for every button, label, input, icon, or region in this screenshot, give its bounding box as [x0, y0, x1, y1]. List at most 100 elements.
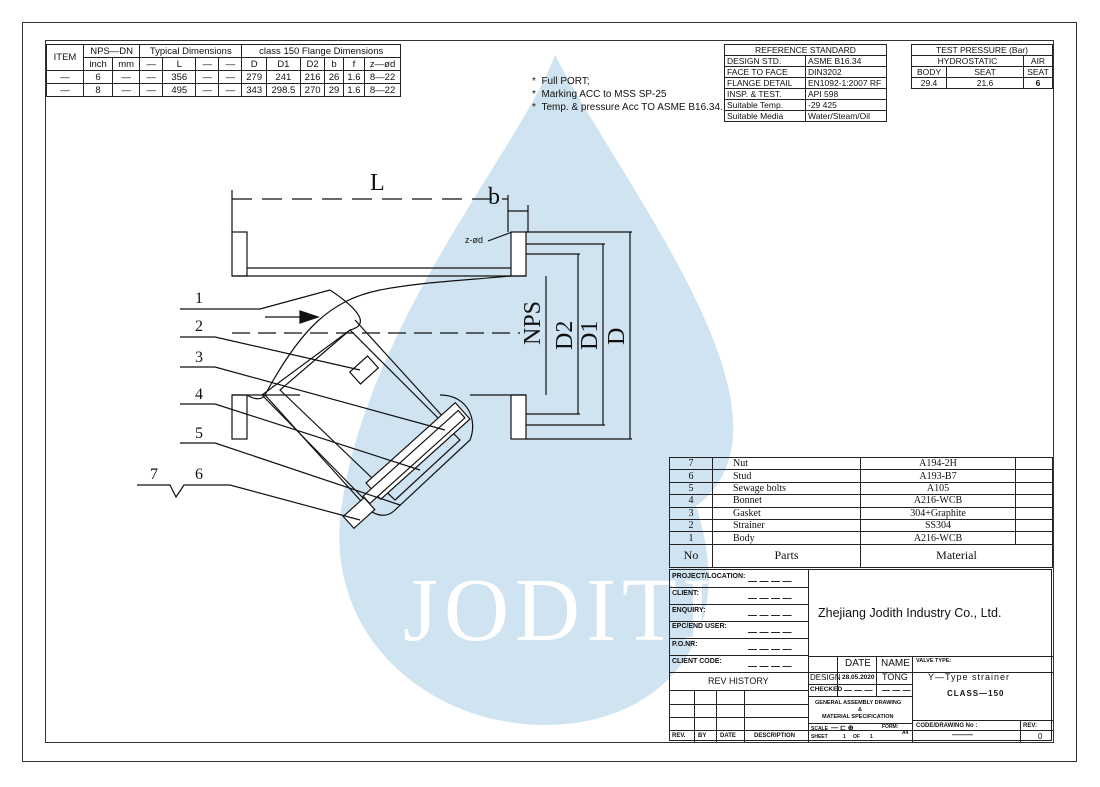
- label-L: L: [370, 170, 385, 196]
- body-y-wall: [261, 289, 361, 396]
- tb-epc: EPC/END USER:: [672, 623, 727, 630]
- tb-checked-date: — — —: [844, 686, 873, 695]
- strainer-screen: [261, 319, 456, 506]
- tb-divider: [670, 621, 808, 622]
- tb-divider: [670, 587, 808, 588]
- watermark-text: JODITH: [403, 561, 754, 660]
- tb-gad1: GENERAL ASSEMBLY DRAWING: [815, 700, 902, 706]
- cell: 4: [669, 494, 713, 508]
- tb-design-date: 28.05.2020: [842, 674, 875, 681]
- tb-divider: [670, 672, 1053, 673]
- cell: 5: [669, 481, 713, 496]
- col-item: ITEM: [46, 44, 84, 71]
- tb-divider: [808, 684, 912, 685]
- cell: —: [46, 83, 84, 97]
- reference-standard-table: REFERENCE STANDARD DESIGN STD.ASME B16.3…: [724, 44, 887, 122]
- cell: 298.5: [265, 83, 301, 97]
- tb-divider: [912, 656, 913, 742]
- left-flange-top: [231, 231, 248, 277]
- flow-arrow-head: [299, 310, 320, 324]
- tb-divider: [808, 723, 912, 724]
- tb-divider: [670, 704, 808, 705]
- cell: 6: [82, 70, 114, 84]
- cell: [1015, 531, 1053, 545]
- tb-rev-history: REV HISTORY: [708, 676, 769, 686]
- cell: Water/Steam/Oil: [805, 110, 887, 122]
- tb-project-val: — — — —: [748, 576, 792, 586]
- tb-divider: [670, 717, 808, 718]
- callout-6: 6: [195, 466, 203, 483]
- note-1: * Full PORT;: [532, 76, 590, 87]
- tb-design-name: TONG: [882, 672, 908, 682]
- strainer-tube: [279, 329, 461, 501]
- leader-3b: [214, 366, 446, 431]
- cell: [1015, 456, 1053, 471]
- tp-seat-val: 21.6: [946, 77, 1024, 89]
- cell: A194-2H: [860, 456, 1016, 471]
- tb-date: DATE: [720, 733, 736, 739]
- tb-client-code-val: — — — —: [748, 661, 792, 671]
- cell: 1: [669, 531, 713, 545]
- cell: Strainer: [712, 518, 861, 533]
- cell: A216-WCB: [860, 494, 1016, 508]
- label-b: b: [488, 184, 500, 210]
- label-D2: D2: [552, 320, 578, 350]
- cell: A216-WCB: [860, 531, 1016, 545]
- label-zd: z-ød: [465, 235, 483, 245]
- note-text: Temp. & pressure Acc TO ASME B16.34.: [541, 102, 723, 113]
- tb-divider: [808, 696, 912, 697]
- callout-1: 1: [195, 290, 203, 307]
- cell: SS304: [860, 518, 1016, 533]
- drain-plug: [342, 496, 376, 530]
- tb-divider: [670, 655, 808, 656]
- cell: A193-B7: [860, 469, 1016, 483]
- leader-zd: [487, 231, 513, 242]
- tb-client: CLIENT:: [672, 590, 699, 597]
- tb-sheet-no: 1: [843, 734, 846, 740]
- leader-67: [137, 484, 361, 521]
- note-2: * Marking ACC to MSS SP-25: [532, 89, 667, 100]
- tb-divider: [912, 720, 1053, 721]
- table-row: Suitable Temp.-29 425: [724, 99, 887, 111]
- cell: —: [218, 83, 243, 97]
- note-text: Marking ACC to MSS SP-25: [541, 89, 667, 100]
- leader-2b: [214, 336, 361, 371]
- left-flange-bottom: [231, 394, 248, 440]
- tb-divider: [670, 730, 1053, 731]
- callout-2: 2: [195, 318, 203, 335]
- cell: [1015, 494, 1053, 508]
- cell: Nut: [712, 456, 861, 471]
- cell: 7: [669, 456, 713, 471]
- cell: 304+Graphite: [860, 506, 1016, 520]
- tb-description: DESCRIPTION: [754, 733, 796, 739]
- tb-divider: [876, 656, 877, 696]
- cell: Body: [712, 531, 861, 545]
- cell: [1015, 506, 1053, 520]
- label-D: D: [604, 327, 630, 345]
- leader-4b: [214, 403, 421, 471]
- tb-po-val: — — — —: [748, 644, 792, 654]
- cell: [1015, 469, 1053, 483]
- tb-enquiry: ENQUIRY:: [672, 607, 706, 614]
- tb-divider: [837, 656, 838, 696]
- tb-epc-val: — — — —: [748, 627, 792, 637]
- cell: Gasket: [712, 506, 861, 520]
- tb-divider: [1020, 720, 1021, 742]
- tb-gad3: MATERIAL SPECIFICATION: [822, 714, 894, 720]
- cell: [1015, 518, 1053, 533]
- inner-frame: [45, 40, 1054, 743]
- tb-po: P.O.NR:: [672, 641, 698, 648]
- tb-client-val: — — — —: [748, 593, 792, 603]
- cell: A105: [860, 481, 1016, 496]
- cell: 1.6: [342, 83, 366, 97]
